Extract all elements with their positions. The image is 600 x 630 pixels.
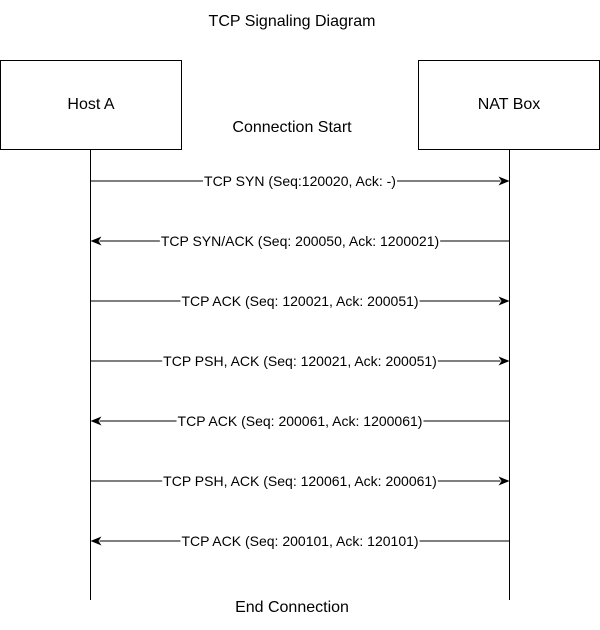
message-label: TCP ACK (Seq: 200061, Ack: 1200061): [178, 413, 423, 429]
message-3: TCP ACK (Seq: 120021, Ack: 200051): [90, 293, 510, 309]
end-connection-label: End Connection: [235, 599, 349, 616]
arrowhead-icon: [90, 536, 102, 546]
arrowhead-icon: [498, 356, 510, 366]
message-label-background: [159, 233, 441, 249]
arrowhead-icon: [90, 416, 102, 426]
message-label-background: [176, 413, 424, 429]
message-label-background: [180, 293, 420, 309]
message-4: TCP PSH, ACK (Seq: 120021, Ack: 200051): [90, 353, 510, 369]
participant-host-a: Host A: [0, 60, 182, 150]
message-label: TCP SYN (Seq:120020, Ack: -): [204, 173, 396, 189]
message-label: TCP SYN/ACK (Seq: 200050, Ack: 1200021): [161, 233, 439, 249]
arrowhead-icon: [498, 476, 510, 486]
message-label: TCP PSH, ACK (Seq: 120021, Ack: 200051): [163, 353, 437, 369]
arrowhead-icon: [90, 236, 102, 246]
message-label-background: [162, 353, 438, 369]
message-label: TCP ACK (Seq: 120021, Ack: 200051): [181, 293, 418, 309]
arrowhead-icon: [498, 296, 510, 306]
message-2: TCP SYN/ACK (Seq: 200050, Ack: 1200021): [90, 233, 510, 249]
participant-nat-box-label: NAT Box: [477, 96, 541, 113]
diagram-title: TCP Signaling Diagram: [208, 13, 376, 30]
arrowhead-icon: [498, 176, 510, 186]
lifeline-nat-box: [509, 150, 510, 600]
message-label-background: [180, 533, 420, 549]
message-6: TCP PSH, ACK (Seq: 120061, Ack: 200061): [90, 473, 510, 489]
message-label: TCP PSH, ACK (Seq: 120061, Ack: 200061): [163, 473, 437, 489]
participant-host-a-label: Host A: [67, 96, 115, 113]
message-label: TCP ACK (Seq: 200101, Ack: 120101): [181, 533, 418, 549]
message-label-background: [162, 473, 438, 489]
connection-start-label: Connection Start: [232, 119, 352, 136]
message-5: TCP ACK (Seq: 200061, Ack: 1200061): [90, 413, 510, 429]
lifeline-host-a: [90, 150, 91, 600]
message-label-background: [203, 173, 397, 189]
message-7: TCP ACK (Seq: 200101, Ack: 120101): [90, 533, 510, 549]
message-1: TCP SYN (Seq:120020, Ack: -): [90, 173, 510, 189]
